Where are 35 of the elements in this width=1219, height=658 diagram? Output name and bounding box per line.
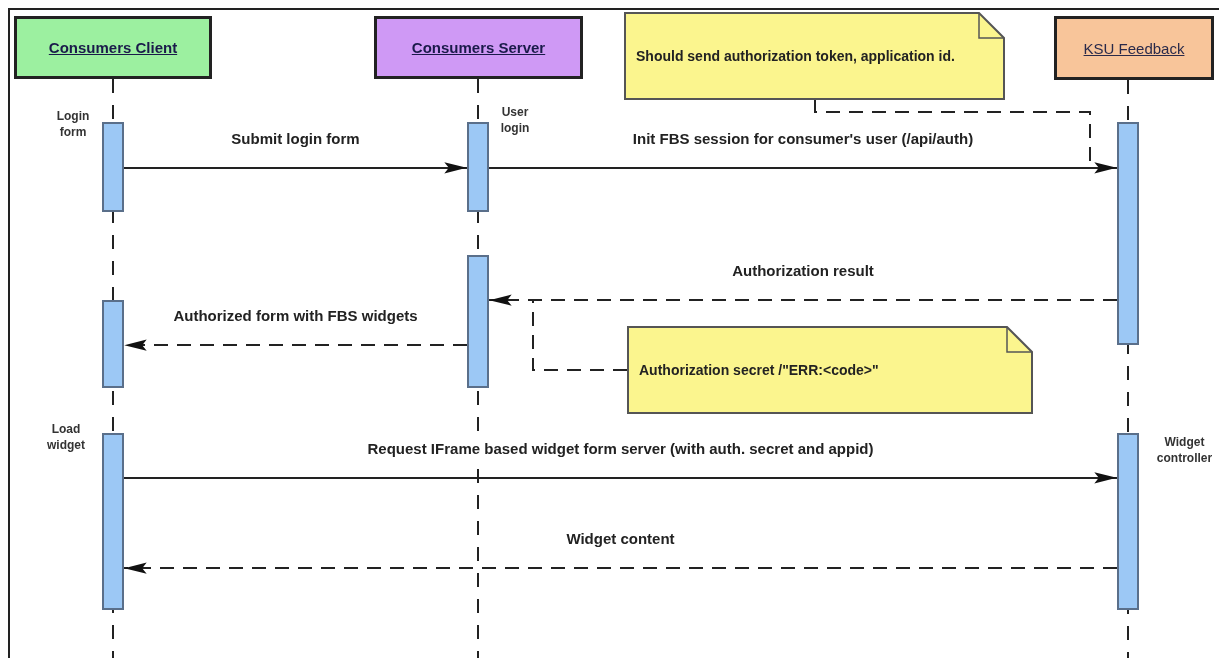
activation-bar bbox=[102, 433, 124, 610]
note-text: Should send authorization token, application id. bbox=[636, 46, 955, 66]
note bbox=[624, 12, 1005, 100]
message-arrow bbox=[123, 339, 468, 351]
activation-bar bbox=[1117, 122, 1139, 345]
activation-bar bbox=[1117, 433, 1139, 610]
lifeline-title: KSU Feedback bbox=[1083, 39, 1185, 57]
note-text: Authorization secret /"ERR:<code>" bbox=[639, 360, 879, 380]
leader-line bbox=[532, 299, 628, 371]
activation-label: Load widget bbox=[46, 421, 86, 454]
edge-label: Widget content bbox=[564, 530, 677, 547]
message-arrow bbox=[488, 294, 1118, 306]
activation-label: Widget controller bbox=[1155, 434, 1214, 467]
activation-bar bbox=[102, 300, 124, 388]
lifeline-title: Consumers Client bbox=[48, 39, 178, 56]
note bbox=[627, 326, 1033, 414]
activation-label: User login bbox=[499, 104, 531, 137]
edge-label: Authorization result bbox=[730, 262, 876, 279]
activation-bar bbox=[102, 122, 124, 212]
edge-label: Submit login form bbox=[229, 130, 362, 147]
edge-label: Authorized form with FBS widgets bbox=[171, 307, 420, 324]
message-arrow bbox=[123, 162, 468, 174]
message-arrow bbox=[123, 472, 1118, 484]
message-arrow bbox=[123, 562, 1118, 574]
activation-label: Login form bbox=[55, 108, 91, 141]
lifeline-title: Consumers Server bbox=[411, 39, 546, 56]
edge-label: Request IFrame based widget form server (with auth. secret and appid) bbox=[365, 440, 876, 457]
lifeline-header bbox=[1054, 16, 1214, 80]
activation-bar bbox=[467, 255, 489, 388]
edge-label: Init FBS session for consumer's user (/api/auth) bbox=[630, 130, 976, 147]
leader-line bbox=[814, 99, 1091, 163]
activation-bar bbox=[467, 122, 489, 212]
lifeline-header bbox=[374, 16, 583, 79]
message-arrow bbox=[488, 162, 1118, 174]
lifeline-header bbox=[14, 16, 212, 79]
